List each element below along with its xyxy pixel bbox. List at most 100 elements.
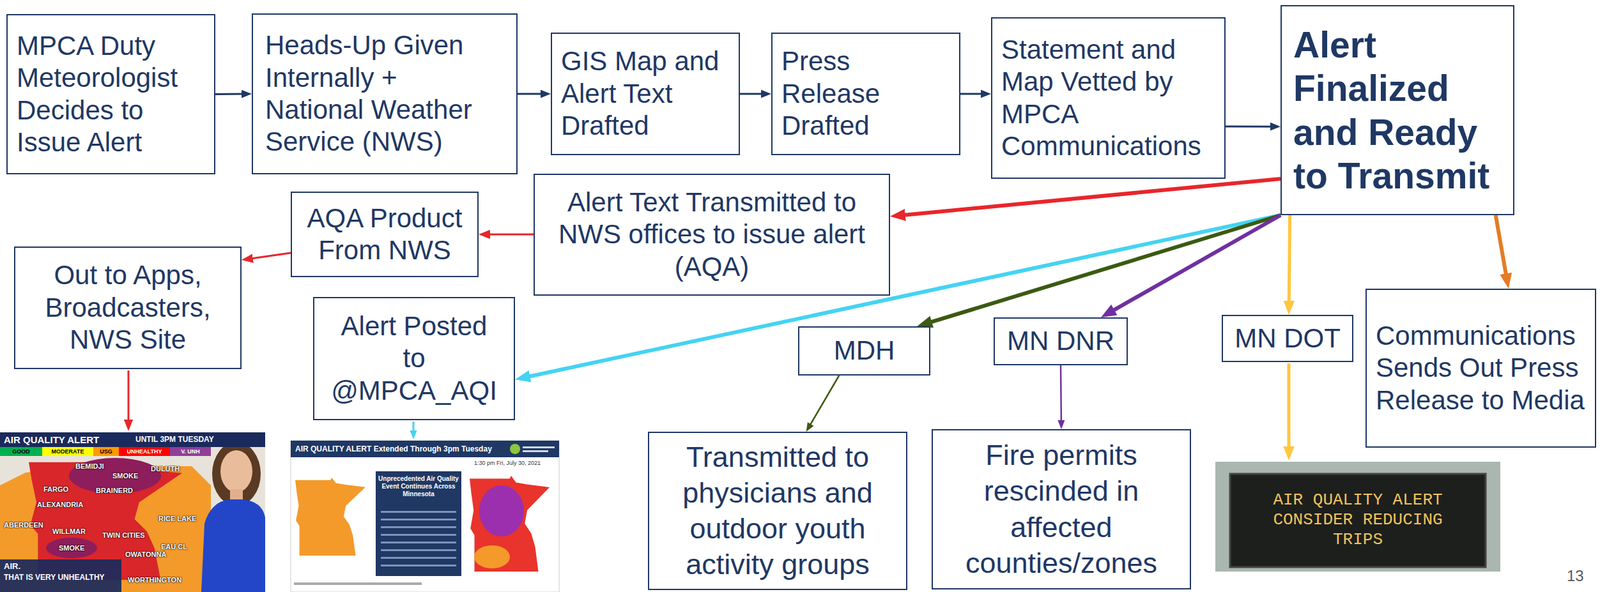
box-text: GIS Map and Alert Text Drafted [561,45,730,142]
box-text: MPCA Duty Meteorologist Decides to Issue… [16,30,206,160]
process-box: MN DNR [993,317,1128,366]
map-place-name: OWATONNA [125,550,167,560]
process-box: GIS Map and Alert Text Drafted [550,32,740,156]
mpca-alert-screenshot [290,440,560,592]
box-text: MDH [805,334,923,367]
flow-arrow [924,215,1281,324]
mpca-alert-screenshot [380,564,457,567]
box-text: Alert Text Transmitted to NWS offices to… [542,186,882,284]
flow-arrow [739,93,767,96]
box-text: Alert Posted to @MPCA_AQI [327,310,501,408]
flow-arrow [215,93,247,96]
caption-text: THAT IS VERY UNHEALTHY [3,573,105,583]
mpca-alert-screenshot [293,582,422,586]
box-text: MN DNR [1001,325,1121,358]
scale-label: GOOD [0,447,43,456]
process-box: Alert Finalized and Ready to Transmit [1280,5,1515,216]
process-box: Alert Text Transmitted to NWS offices to… [533,173,891,296]
banner-text: UNTIL 3PM TUESDAY [135,435,215,445]
road-sign-photo [1215,461,1501,572]
mpca-alert-screenshot [290,440,560,458]
mpca-alert-screenshot [474,545,510,569]
box-text: MN DOT [1229,322,1346,355]
process-box: Communications Sends Out Press Release t… [1365,288,1597,448]
flow-arrow [960,92,986,95]
map-place-name: BRAINERD [95,486,133,496]
header-text: AIR QUALITY ALERT Extended Through 3pm T… [295,445,493,455]
page-number: 13 [1566,567,1585,586]
box-text: Statement and Map Vetted by MPCA Communi… [1001,33,1216,163]
process-box: Fire permits rescinded in affected count… [931,429,1192,590]
scale-label: V. UNH [169,447,211,456]
picture-arrow [412,421,415,436]
map-place-name: SMOKE [58,544,85,553]
box-text: Heads-Up Given Internally + National Wea… [265,29,498,159]
mpca-alert-screenshot [290,440,560,592]
map-place-name: ALEXANDRIA [37,500,84,510]
mpca-alert-screenshot [380,511,457,514]
mpca-alert-screenshot [380,534,457,537]
box-text: Communications Sends Out Press Release t… [1375,320,1586,417]
process-box: Out to Apps, Broadcasters, NWS Site [14,246,242,370]
process-box: Heads-Up Given Internally + National Wea… [251,13,518,175]
flow-arrow [1288,215,1290,308]
process-box: Press Release Drafted [771,32,961,156]
flow-arrow [1225,125,1276,128]
mpca-alert-screenshot [479,485,524,537]
map-place-name: DULUTH [150,465,180,474]
flow-arrow [517,93,546,96]
caption-text: AIR. [3,562,21,572]
broadcast-screenshot [212,442,261,507]
process-box: Transmitted to physicians and outdoor yo… [647,431,908,591]
mpca-alert-screenshot [522,446,555,449]
broadcast-screenshot [118,447,170,457]
process-box: MN DOT [1221,315,1354,363]
process-box: MPCA Duty Meteorologist Decides to Issue… [6,14,216,175]
process-box: MDH [798,326,931,376]
process-box: AQA Product From NWS [290,191,479,278]
sign-text: AIR QUALITY ALERT CONSIDER REDUCING TRIP… [1261,490,1454,551]
scale-label: USG [93,447,119,456]
flow-arrow [897,178,1281,216]
box-text: AQA Product From NWS [299,202,470,268]
flow-arrow [247,253,291,260]
mpca-alert-screenshot [380,549,457,552]
road-sign-photo [1230,474,1486,568]
flow-arrow [1495,215,1508,282]
banner-text: AIR QUALITY ALERT [3,434,100,446]
map-place-name: BEMIDJI [75,462,105,471]
box-text: Transmitted to physicians and outdoor yo… [656,439,899,584]
map-place-name: RICE LAKE [158,515,197,524]
mpca-alert-screenshot [469,476,550,572]
box-text: Out to Apps, Broadcasters, NWS Site [23,259,233,356]
broadcast-screenshot [220,450,253,493]
process-box: Statement and Map Vetted by MPCA Communi… [991,17,1226,179]
road-sign-photo [1215,461,1501,572]
broadcast-screenshot [0,447,43,457]
broadcast-screenshot [201,499,266,592]
date-text: 1:30 pm Fri, July 30, 2021 [474,460,541,467]
map-place-name: EAU CL [161,543,188,552]
map-place-name: TWIN CITIES [102,531,146,540]
broadcast-screenshot [169,447,211,457]
picture-arrow [1287,363,1291,454]
flow-arrow [1107,215,1281,314]
mpca-alert-screenshot [380,518,457,521]
mpca-alert-screenshot [375,471,462,577]
flow-arrow [1060,365,1062,425]
flow-arrow [484,233,534,236]
mpca-alert-screenshot [380,557,457,560]
panel-title: Unprecedented Air Quality Event Continue… [378,475,459,499]
mpca-alert-screenshot [295,477,366,556]
flow-arrow [808,375,839,429]
broadcast-screenshot [93,447,119,457]
box-text: Press Release Drafted [781,45,951,142]
map-place-name: ABERDEEN [3,521,44,530]
map-place-name: FARGO [43,485,69,494]
process-box: Alert Posted to @MPCA_AQI [313,297,516,421]
broadcast-screenshot [42,447,94,457]
broadcast-screenshot [0,559,122,592]
map-place-name: WORTHINGTON [127,576,182,585]
